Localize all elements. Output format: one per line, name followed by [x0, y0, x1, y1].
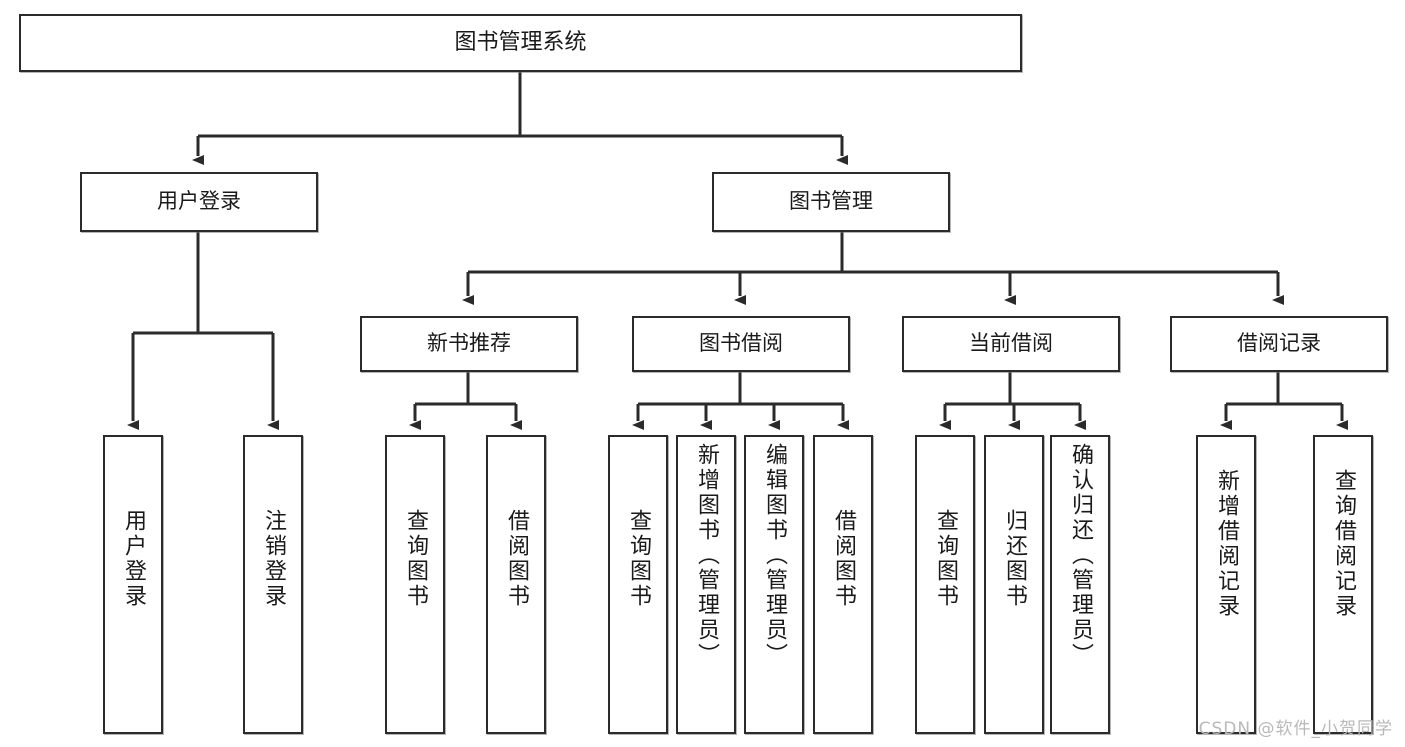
node-label: 图书管理系统: [454, 29, 587, 55]
leaf-return-book[interactable]: 归还图书: [984, 435, 1044, 734]
node-label: 查询图书: [933, 509, 958, 609]
leaf-edit-book-admin[interactable]: 编辑图书（管理员）: [744, 435, 804, 734]
node-label: 用户登录: [121, 509, 146, 609]
leaf-query-book-borrow[interactable]: 查询图书: [608, 435, 668, 734]
node-current-borrow[interactable]: 当前借阅: [902, 316, 1120, 372]
node-label: 新增借阅记录: [1214, 469, 1239, 619]
csdn-watermark: CSDN @软件_小贺同学: [1198, 719, 1393, 739]
leaf-add-book-admin[interactable]: 新增图书（管理员）: [676, 435, 736, 734]
node-label: 注销登录: [261, 509, 286, 609]
leaf-query-borrow-record[interactable]: 查询借阅记录: [1313, 435, 1373, 734]
node-label: 图书管理: [789, 189, 873, 214]
node-book-borrow[interactable]: 图书借阅: [632, 316, 850, 372]
node-label: 新书推荐: [427, 331, 511, 356]
node-label: 查询借阅记录: [1331, 469, 1356, 619]
leaf-add-borrow-record[interactable]: 新增借阅记录: [1196, 435, 1256, 734]
node-new-book-recommend[interactable]: 新书推荐: [360, 316, 578, 372]
leaf-borrow-book-borrow[interactable]: 借阅图书: [813, 435, 873, 734]
node-label: 图书借阅: [699, 331, 783, 356]
leaf-logout-login[interactable]: 注销登录: [243, 435, 303, 734]
leaf-confirm-return-admin[interactable]: 确认归还（管理员）: [1050, 435, 1110, 734]
node-label: 用户登录: [157, 189, 241, 214]
node-book-management[interactable]: 图书管理: [712, 172, 950, 232]
node-label: 当前借阅: [969, 331, 1053, 356]
node-label: 查询图书: [626, 509, 651, 609]
node-label: 确认归还（管理员）: [1068, 443, 1093, 668]
node-label: 编辑图书（管理员）: [762, 443, 787, 668]
leaf-query-book-current[interactable]: 查询图书: [915, 435, 975, 734]
node-root-book-management-system[interactable]: 图书管理系统: [19, 14, 1022, 72]
leaf-borrow-book-recommend[interactable]: 借阅图书: [486, 435, 546, 734]
node-borrow-record[interactable]: 借阅记录: [1170, 316, 1388, 372]
node-label: 归还图书: [1002, 509, 1027, 609]
node-label: 查询图书: [403, 509, 428, 609]
node-label: 借阅图书: [504, 509, 529, 609]
node-label: 借阅图书: [831, 509, 856, 609]
leaf-query-book-recommend[interactable]: 查询图书: [385, 435, 445, 734]
leaf-user-login[interactable]: 用户登录: [103, 435, 163, 734]
node-label: 借阅记录: [1237, 331, 1321, 356]
node-user-login[interactable]: 用户登录: [80, 172, 318, 232]
node-label: 新增图书（管理员）: [694, 443, 719, 668]
